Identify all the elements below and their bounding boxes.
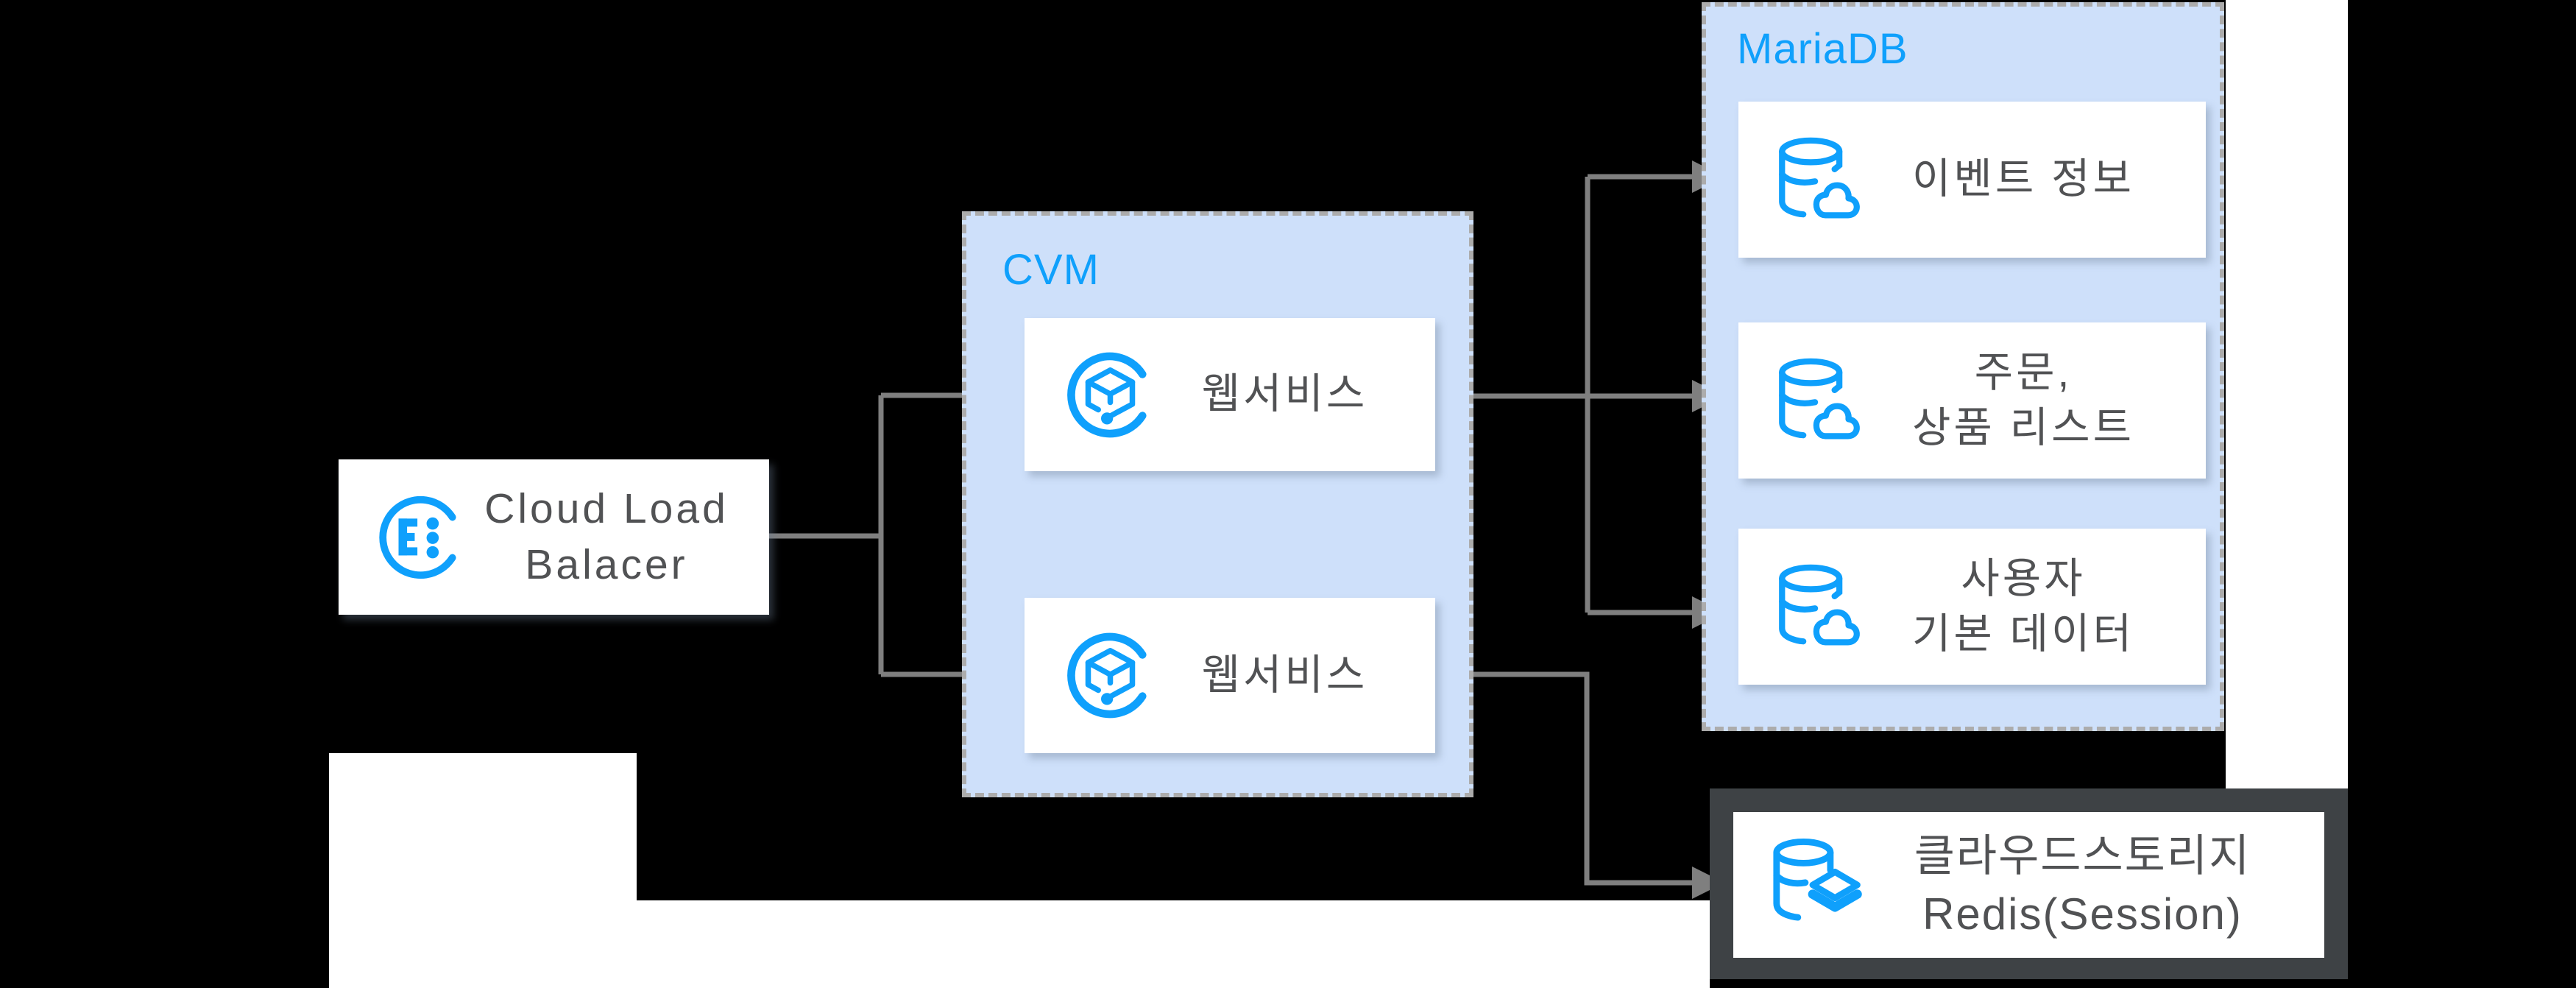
webservice-1-label: 웹서비스 (1201, 370, 1368, 418)
cloud-database-icon (1779, 564, 1860, 646)
cloud-storage-redis-icon (1773, 839, 1862, 921)
background-white-bottom-strip (637, 900, 1710, 988)
redis-node: 클라우드스토리지 Redis(Session) (1733, 812, 2324, 958)
mariadb-group-label: MariaDB (1737, 25, 1908, 73)
db-event-node: 이벤트 정보 (1738, 102, 2206, 258)
clb-to-cvm-connector (769, 392, 966, 677)
load-balancer-icon (379, 495, 456, 579)
db-user-node: 사용자 기본 데이터 (1738, 529, 2206, 685)
webservice2-to-redis-connector (1435, 671, 1694, 886)
db-order-label: 주문, 상품 리스트 (1911, 348, 2135, 451)
webservice-2-label: 웹서비스 (1201, 651, 1368, 699)
db-event-label: 이벤트 정보 (1911, 155, 2135, 203)
cvm-group-label: CVM (1002, 246, 1100, 294)
cloud-database-icon (1779, 137, 1860, 219)
cvm-instance-icon (1067, 352, 1147, 437)
db-user-label: 사용자 기본 데이터 (1911, 554, 2135, 657)
webservice1-to-mariadb-connector (1435, 174, 1694, 615)
background-white-bottom-left (329, 753, 637, 988)
db-order-node: 주문, 상품 리스트 (1738, 322, 2206, 479)
cvm-instance-icon (1067, 632, 1147, 719)
arrowhead-redis (1692, 867, 1724, 899)
webservice-2-node: 웹서비스 (1025, 598, 1435, 753)
webservice-1-node: 웹서비스 (1025, 318, 1435, 471)
clb-label: Cloud Load Balacer (484, 485, 729, 588)
background-white-strip-right (2226, 0, 2348, 788)
redis-label: 클라우드스토리지 Redis(Session) (1914, 830, 2251, 939)
clb-node: Cloud Load Balacer (339, 459, 769, 615)
cloud-database-icon (1779, 358, 1860, 440)
